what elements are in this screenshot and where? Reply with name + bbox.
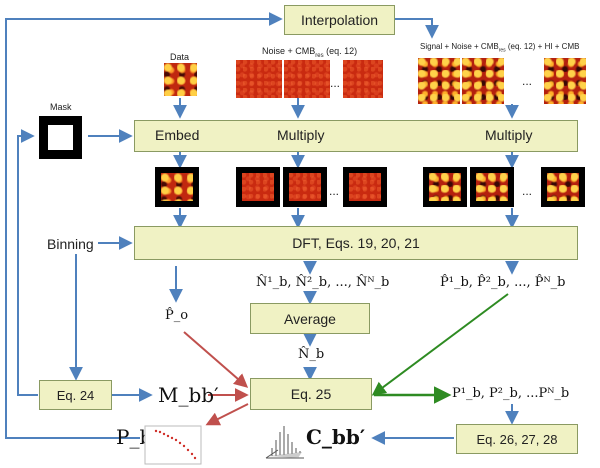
data-label: Data [170,52,190,62]
embed-multiply-bar [134,120,578,152]
eq25-label: Eq. 25 [290,386,332,402]
masked-signal-map-2 [476,173,508,201]
signal-hi-label: Signal + Noise + CMBres (eq. 12) + HI + … [420,42,579,54]
arrow-interpolation-to-signal [395,18,439,39]
masked-noise-ellipsis: ... [329,184,340,198]
masked-signal-tile-3 [541,167,585,207]
noise-map-thumbnail-2 [284,60,330,98]
masked-signal-map-1 [429,173,461,201]
arrow-eq25-to-pb [205,403,249,426]
masked-signal-map-3 [547,173,579,201]
covariance-surface-plot-icon [265,426,304,459]
interpolation-label: Interpolation [300,12,379,28]
noise-cmb-label: Noise + CMBres (eq. 12) [262,46,357,59]
eq262728-label: Eq. 26, 27, 28 [476,431,558,447]
masked-signal-tile-2 [470,167,514,207]
signal-map-thumbnail-3 [544,58,586,104]
signal-hi-text: Signal + Noise + CMB [420,42,499,51]
masked-noise-map-1 [242,173,274,201]
multiply-label-2: Multiply [485,127,533,143]
average-box: Average [250,303,370,334]
noise-map-thumbnail-1 [236,60,282,98]
arrow-pb-to-interpolation [5,12,283,439]
signal-hi-eq: (eq. 12) + HI + CMB [505,42,580,51]
masked-noise-tile-3 [343,167,387,207]
noise-cmb-eq: (eq. 12) [323,46,358,56]
masked-noise-map-3 [349,173,381,201]
noise-map-thumbnail-3 [343,60,383,98]
multiply-label-1: Multiply [277,127,325,143]
interpolation-box: Interpolation [284,5,395,35]
eq24-box: Eq. 24 [39,380,112,410]
dft-label: DFT, Eqs. 19, 20, 21 [292,235,420,251]
mask-window [48,125,73,150]
signal-ellipsis: ... [522,74,533,88]
p-b-series: P¹_b, P²_b, ...Pᴺ_b [452,386,570,401]
binning-label: Binning [47,236,94,252]
masked-noise-tile-1 [236,167,280,207]
masked-noise-map-2 [289,173,321,201]
signal-map-thumbnail-1 [418,58,460,104]
masked-data-tile [155,167,199,207]
eq24-label: Eq. 24 [56,387,95,403]
masked-data-map [161,173,193,201]
data-map-thumbnail [164,63,197,96]
p-hat-series: P̂¹_b, P̂²_b, ..., P̂ᴺ_b [440,275,566,290]
mask-label: Mask [50,102,72,112]
n-hat-b: N̂_b [298,347,325,362]
m-bb: M_bb′ [158,383,219,407]
arrow-pseries-to-eq25 [371,293,509,396]
eq25-box: Eq. 25 [250,378,372,410]
signal-hi-sub: res [498,47,506,54]
n-hat-series: N̂¹_b, N̂²_b, ..., N̂ᴺ_b [256,275,390,290]
embed-label: Embed [155,127,200,143]
power-spectrum-plot-icon [144,425,202,465]
noise-cmb-text: Noise + CMB [262,46,316,56]
masked-signal-tile-1 [423,167,467,207]
signal-map-thumbnail-2 [462,58,504,104]
noise-cmb-sub: res [315,52,324,59]
mask-icon [39,116,82,159]
dft-box: DFT, Eqs. 19, 20, 21 [134,226,578,260]
arrow-left-loop [17,129,38,396]
arrow-po-to-eq25 [183,331,249,388]
masked-signal-ellipsis: ... [522,184,533,198]
noise-ellipsis: ... [330,76,341,90]
average-label: Average [284,310,336,327]
eq262728-box: Eq. 26, 27, 28 [456,424,578,454]
masked-noise-tile-2 [283,167,327,207]
p-hat-o: P̂_o [165,308,189,323]
c-bb: C_bb′ [306,425,366,449]
